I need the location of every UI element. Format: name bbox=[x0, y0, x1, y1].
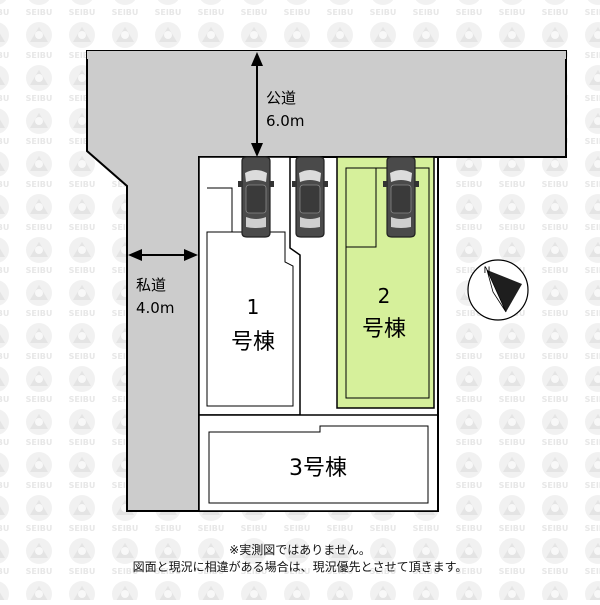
private-road-width: 4.0m bbox=[136, 299, 174, 317]
lot3-area bbox=[198, 414, 439, 512]
public-road-label: 公道 bbox=[266, 89, 296, 107]
parking-car-lot1b bbox=[291, 156, 329, 238]
disclaimer-line-1: ※実測図ではありません。 bbox=[229, 543, 371, 557]
private-road-label: 私道 bbox=[136, 276, 166, 294]
lot3-building-outline bbox=[208, 425, 429, 504]
lot1-number: 1 bbox=[247, 295, 260, 319]
public-road-edge bbox=[87, 51, 566, 59]
public-road-width: 6.0m bbox=[266, 112, 304, 130]
lot2-name: 号棟 bbox=[362, 317, 406, 342]
lot2-area bbox=[336, 156, 435, 409]
lot2-parking-line bbox=[346, 168, 377, 248]
compass-icon: N bbox=[467, 259, 529, 321]
lot1-name: 号棟 bbox=[231, 330, 275, 355]
lot1-building-outline bbox=[206, 231, 294, 407]
private-road-width-arrow bbox=[128, 249, 198, 261]
parking-car-lot2 bbox=[382, 156, 420, 238]
lot2-number: 2 bbox=[378, 284, 391, 308]
public-road-width-arrow bbox=[251, 52, 263, 157]
parking-car-lot1 bbox=[237, 156, 275, 238]
lot3-name: 3号棟 bbox=[289, 456, 347, 481]
disclaimer-line-2: 図面と現況に相違がある場合は、現況優先とさせて頂きます。 bbox=[132, 560, 468, 574]
compass-north-label: N bbox=[484, 266, 491, 276]
